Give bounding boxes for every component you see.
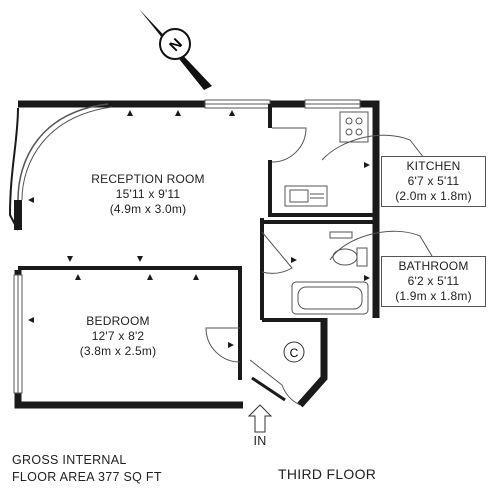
bathroom-imperial: 6'2 x 5'11: [407, 274, 460, 288]
kitchen-door: [271, 127, 307, 163]
entrance-arrow-icon: [247, 404, 273, 433]
kitchen-metric: (2.0m x 1.8m): [395, 189, 472, 203]
bedroom-label: BEDROOM 12'7 x 8'2 (3.8m x 2.5m): [58, 314, 178, 359]
bathtub-icon: [291, 281, 369, 315]
compass-ring: [159, 28, 191, 60]
reception-room-metric: (4.9m x 3.0m): [109, 202, 187, 216]
gross-area-line1: GROSS INTERNAL: [12, 453, 127, 467]
kitchen-leader: [321, 134, 425, 161]
bathroom-metric: (1.9m x 1.8m): [395, 289, 472, 303]
entrance-door: [249, 359, 301, 406]
bedroom-window: [13, 274, 23, 394]
label-leaders: [321, 134, 433, 261]
hob-icon: [339, 111, 369, 143]
reception-room-name: RECEPTION ROOM: [91, 172, 205, 186]
reception-room-label: RECEPTION ROOM 15'11 x 9'11 (4.9m x 3.0m…: [78, 172, 218, 217]
kitchen-imperial: 6'7 x 5'11: [407, 174, 460, 188]
basin-icon: [329, 231, 353, 239]
kitchen-fixtures: [284, 111, 369, 207]
kitchen-name: KITCHEN: [406, 159, 461, 173]
cupboard-letter: C: [290, 346, 299, 360]
wall-markers: [28, 110, 370, 348]
bathroom-leader: [329, 230, 433, 261]
reception-room-imperial: 15'11 x 9'11: [115, 187, 181, 201]
entrance-label: IN: [253, 434, 267, 448]
bedroom-imperial: 12'7 x 8'2: [91, 329, 145, 343]
bathroom-label: BATHROOM 6'2 x 5'11 (1.9m x 1.8m): [381, 256, 486, 307]
cupboard-circle: [283, 341, 305, 363]
bedroom-door: [205, 327, 241, 363]
interior-walls: [18, 104, 376, 380]
doors: [205, 127, 307, 406]
sink-icon: [284, 185, 328, 207]
bay-window: [8, 103, 113, 231]
kitchen-label: KITCHEN 6'7 x 5'11 (2.0m x 1.8m): [381, 156, 486, 207]
bathroom-fixtures: [291, 231, 369, 315]
bathroom-name: BATHROOM: [398, 259, 469, 273]
bedroom-metric: (3.8m x 2.5m): [79, 344, 157, 358]
gross-area-line2: FLOOR AREA 377 SQ FT: [12, 470, 162, 484]
cupboard: C: [283, 341, 305, 363]
bathroom-door: [261, 231, 293, 274]
compass: N: [139, 9, 212, 90]
gross-area-note: GROSS INTERNAL FLOOR AREA 377 SQ FT: [12, 452, 162, 486]
floor-title: THIRD FLOOR: [278, 466, 377, 482]
bedroom-name: BEDROOM: [86, 314, 150, 328]
outer-walls: [14, 100, 380, 409]
